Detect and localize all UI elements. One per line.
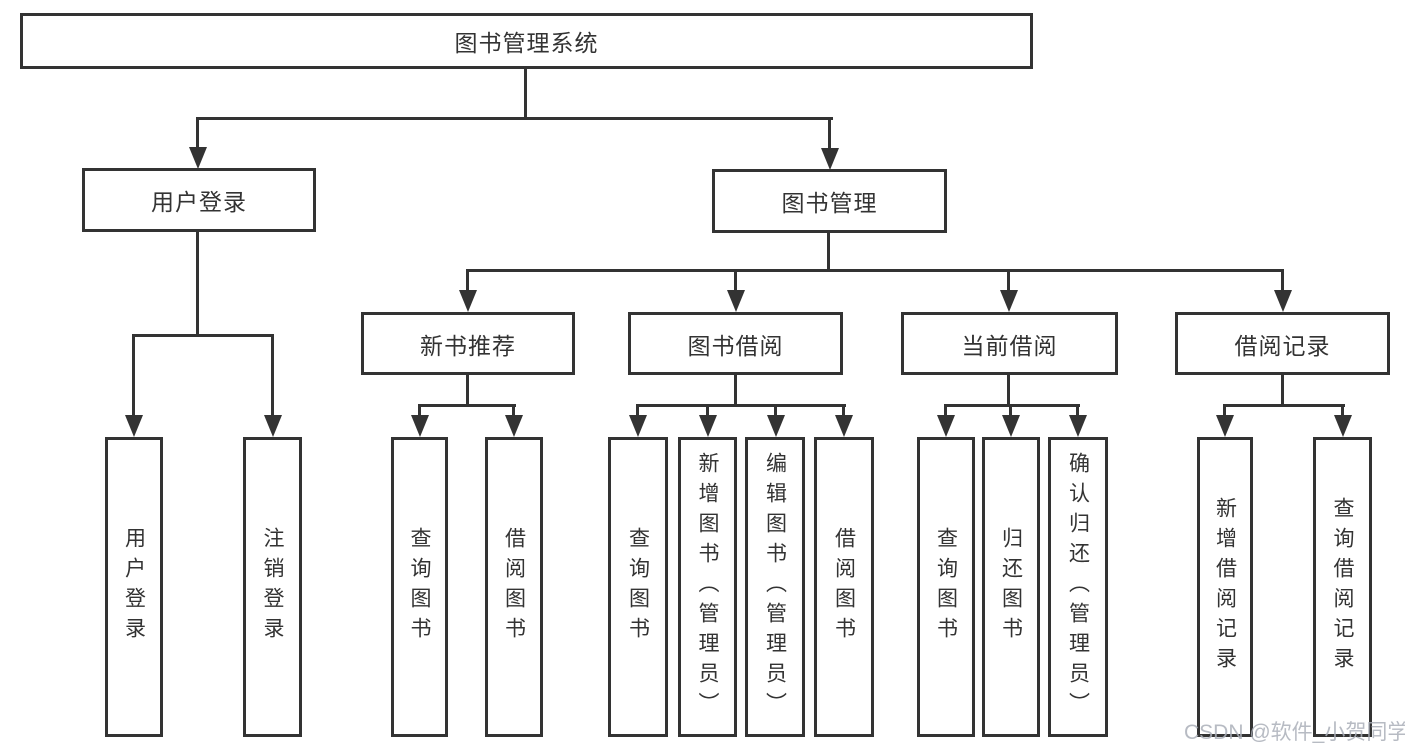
connector-branch-new-book-recommend — [418, 404, 516, 407]
leaf-label: 注销登录 — [261, 527, 284, 647]
node-label: 图书借阅 — [687, 332, 784, 359]
arrowhead-down-icon — [1334, 415, 1352, 437]
leaf-add-books-admin: 新增图书（管理员） — [678, 437, 737, 737]
connector-branch-book-borrowing — [636, 404, 846, 407]
node-book-management: 图书管理 — [712, 169, 947, 233]
leaf-return-books: 归还图书 — [982, 437, 1040, 737]
arrowhead-down-icon — [1002, 415, 1020, 437]
connector-stem-borrowing-records — [1281, 375, 1284, 406]
csdn-watermark: CSDN @软件_小贺同学 — [1184, 721, 1405, 744]
connector-drop — [1341, 404, 1344, 417]
connector-drop — [774, 404, 777, 417]
connector-stem-book-management — [827, 233, 830, 271]
connector-drop — [418, 404, 421, 417]
connector-branch-user-login — [133, 334, 274, 337]
leaf-label: 查询图书 — [408, 527, 431, 647]
leaf-label: 确认归还（管理员） — [1066, 452, 1090, 722]
connector-branch-book-management — [467, 269, 1284, 272]
leaf-label: 新增借阅记录 — [1213, 497, 1237, 677]
connector-drop — [734, 269, 737, 292]
arrowhead-down-icon — [1069, 415, 1087, 437]
connector-drop — [1009, 404, 1012, 417]
leaf-label: 查询借阅记录 — [1331, 497, 1354, 677]
connector-drop — [706, 404, 709, 417]
leaf-label: 用户登录 — [122, 527, 146, 647]
leaf-add-borrow-record: 新增借阅记录 — [1197, 437, 1253, 737]
connector-drop — [1076, 404, 1079, 417]
arrowhead-down-icon — [835, 415, 853, 437]
node-library-management-system: 图书管理系统 — [20, 13, 1033, 69]
leaf-label: 新增图书（管理员） — [696, 452, 719, 722]
leaf-borrowing-query-books: 查询图书 — [608, 437, 668, 737]
node-label: 图书管理 — [781, 190, 878, 216]
leaf-label: 借阅图书 — [502, 527, 526, 647]
arrowhead-down-icon — [699, 415, 717, 437]
arrowhead-down-icon — [1274, 290, 1292, 312]
leaf-user-login-action: 用户登录 — [105, 437, 163, 737]
node-label: 当前借阅 — [961, 332, 1058, 359]
node-label: 用户登录 — [151, 189, 247, 215]
connector-drop — [271, 334, 274, 417]
connector-drop — [636, 404, 639, 417]
node-book-borrowing: 图书借阅 — [628, 312, 843, 375]
leaf-recommend-borrow-books: 借阅图书 — [485, 437, 543, 737]
leaf-label: 编辑图书（管理员） — [763, 452, 787, 722]
arrowhead-down-icon — [411, 415, 429, 437]
leaf-query-borrow-record: 查询借阅记录 — [1313, 437, 1372, 737]
leaf-edit-books-admin: 编辑图书（管理员） — [745, 437, 805, 737]
node-user-login: 用户登录 — [82, 168, 316, 232]
connector-drop — [1223, 404, 1226, 417]
connector-drop — [466, 269, 469, 292]
node-borrowing-records: 借阅记录 — [1175, 312, 1390, 375]
leaf-label: 查询图书 — [934, 527, 958, 647]
arrowhead-down-icon — [505, 415, 523, 437]
connector-stem-book-borrowing — [734, 375, 737, 406]
arrowhead-down-icon — [821, 148, 839, 170]
connector-stem-root — [524, 69, 527, 119]
connector-stem-user-login — [196, 232, 199, 336]
connector-drop — [512, 404, 515, 417]
leaf-logout: 注销登录 — [243, 437, 302, 737]
node-label: 借阅记录 — [1234, 332, 1331, 359]
connector-drop — [1281, 269, 1284, 292]
leaf-label: 借阅图书 — [832, 527, 856, 647]
arrowhead-down-icon — [1000, 290, 1018, 312]
arrowhead-down-icon — [629, 415, 647, 437]
connector-drop — [132, 334, 135, 417]
node-current-borrowing: 当前借阅 — [901, 312, 1118, 375]
arrowhead-down-icon — [727, 290, 745, 312]
arrowhead-down-icon — [767, 415, 785, 437]
node-new-book-recommend: 新书推荐 — [361, 312, 575, 375]
connector-drop — [842, 404, 845, 417]
connector-drop-book-management — [828, 117, 831, 150]
node-label: 图书管理系统 — [454, 30, 599, 56]
leaf-current-query-books: 查询图书 — [917, 437, 975, 737]
arrowhead-down-icon — [1216, 415, 1234, 437]
arrowhead-down-icon — [264, 415, 282, 437]
leaf-label: 归还图书 — [999, 527, 1023, 647]
connector-branch-root — [197, 117, 833, 120]
leaf-confirm-return-admin: 确认归还（管理员） — [1048, 437, 1108, 737]
node-label: 新书推荐 — [420, 332, 516, 359]
leaf-recommend-query-books: 查询图书 — [391, 437, 448, 737]
connector-branch-current-borrowing — [944, 404, 1080, 407]
arrowhead-down-icon — [459, 290, 477, 312]
connector-stem-current-borrowing — [1007, 375, 1010, 406]
connector-drop — [944, 404, 947, 417]
connector-drop — [1007, 269, 1010, 292]
arrowhead-down-icon — [125, 415, 143, 437]
leaf-label: 查询图书 — [626, 527, 650, 647]
leaf-borrowing-borrow-books: 借阅图书 — [814, 437, 874, 737]
connector-drop-user-login — [196, 117, 199, 150]
connector-stem-new-book-recommend — [466, 375, 469, 406]
connector-branch-borrowing-records — [1223, 404, 1345, 407]
arrowhead-down-icon — [937, 415, 955, 437]
arrowhead-down-icon — [189, 147, 207, 169]
